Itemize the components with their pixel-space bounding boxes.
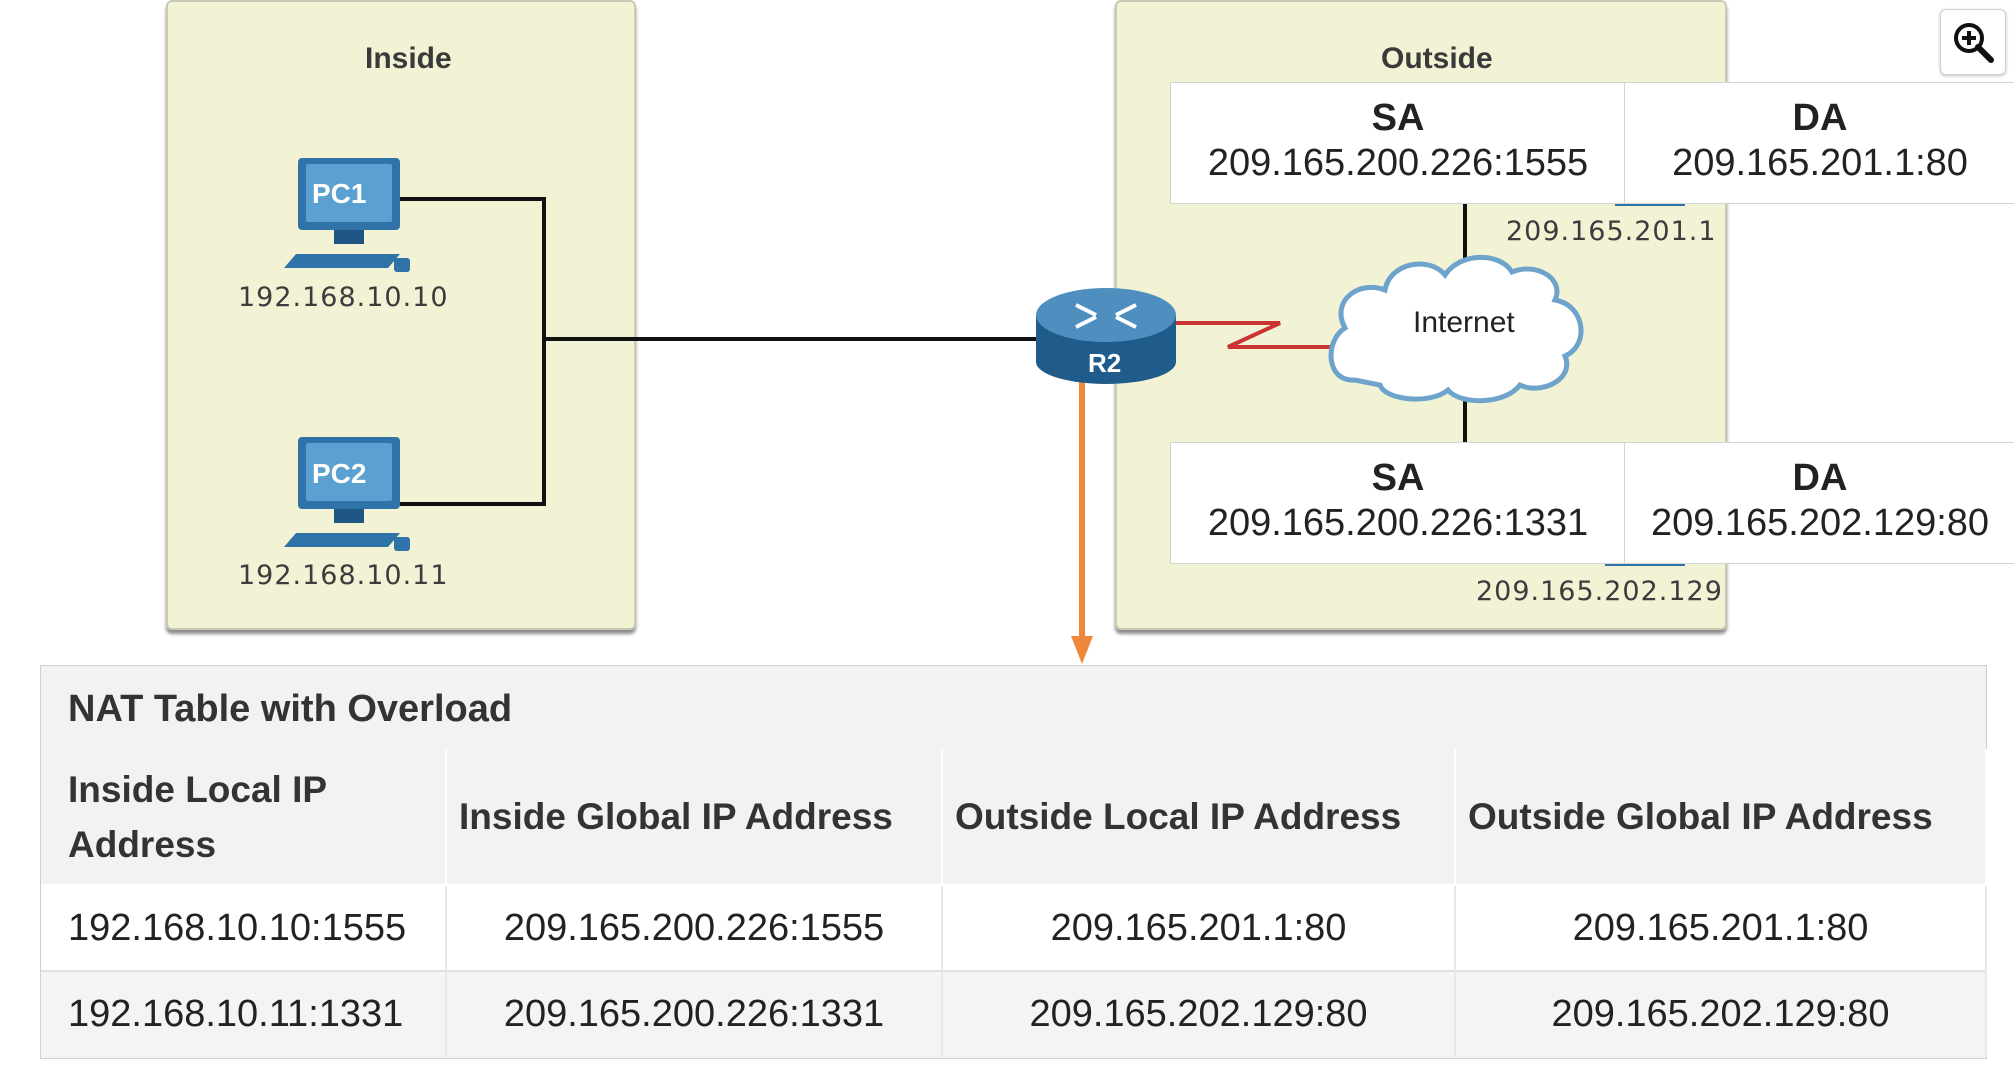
zoom-in-icon [1954,23,1994,63]
packet2-da: 209.165.202.129:80 [1650,502,1990,544]
nat-table-caption: NAT Table with Overload [68,688,513,730]
packet2-source: SA 209.165.200.226:1331 [1170,442,1626,564]
outside-zone-title: Outside [1381,42,1493,75]
lan-links [400,197,1467,506]
packet1-sa: 209.165.200.226:1555 [1207,142,1589,184]
packet1-destination: DA 209.165.201.1:80 [1624,82,2014,204]
serial-link [1172,321,1332,349]
packet2-sa: 209.165.200.226:1331 [1207,502,1589,544]
pc2-ip: 192.168.10.11 [238,560,449,591]
pc1-ip: 192.168.10.10 [238,282,449,313]
table-row: 192.168.10.11:1331 209.165.200.226:1331 … [41,970,1987,1056]
table-row: 192.168.10.10:1555 209.165.200.226:1555 … [41,884,1987,971]
cell-outside-local: 209.165.201.1:80 [942,884,1456,971]
cell-inside-global: 209.165.200.226:1555 [446,884,943,971]
packet1-sa-label: SA [1371,97,1425,139]
col-outside-global: Outside Global IP Address [1455,749,1987,886]
pc1-label: PC1 [312,178,367,209]
nat-table-panel: NAT Table with Overload Inside Local IP … [40,665,1987,1059]
pc2-link [400,339,546,506]
col-inside-local: Inside Local IP Address [41,749,447,886]
packet2-sa-label: SA [1371,457,1425,499]
pc1-link [400,197,546,339]
inside-zone [166,0,636,630]
packet1-da-label: DA [1792,97,1848,139]
cell-inside-local: 192.168.10.11:1331 [41,970,447,1056]
cell-outside-global: 209.165.201.1:80 [1455,884,1987,971]
server2-ip: 209.165.202.129 [1476,576,1723,607]
cloud-icon [1328,254,1584,404]
router-icon [1036,288,1176,384]
cloud-label: Internet [1413,306,1515,339]
router-label: R2 [1088,348,1122,378]
packet2-destination: DA 209.165.202.129:80 [1624,442,2014,564]
packet1-source: SA 209.165.200.226:1555 [1170,82,1626,204]
cell-outside-local: 209.165.202.129:80 [942,970,1456,1056]
cell-inside-local: 192.168.10.10:1555 [41,884,447,971]
nat-arrow [1071,378,1093,664]
cell-outside-global: 209.165.202.129:80 [1455,970,1987,1056]
col-inside-global: Inside Global IP Address [446,749,943,886]
zoom-button[interactable] [1940,9,2006,75]
pc2-label: PC2 [312,458,367,489]
pc-icon [284,437,410,551]
pc-icon [284,158,410,272]
packet2-da-label: DA [1792,457,1848,499]
cell-inside-global: 209.165.200.226:1331 [446,970,943,1056]
server1-ip: 209.165.201.1 [1506,216,1717,247]
inside-zone-title: Inside [365,42,452,75]
nat-table-header-row: Inside Local IP Address Inside Global IP… [41,749,1987,886]
nat-table: Inside Local IP Address Inside Global IP… [41,749,1987,1056]
col-outside-local: Outside Local IP Address [942,749,1456,886]
topology-diagram [284,158,1685,664]
packet1-da: 209.165.201.1:80 [1672,142,1968,184]
